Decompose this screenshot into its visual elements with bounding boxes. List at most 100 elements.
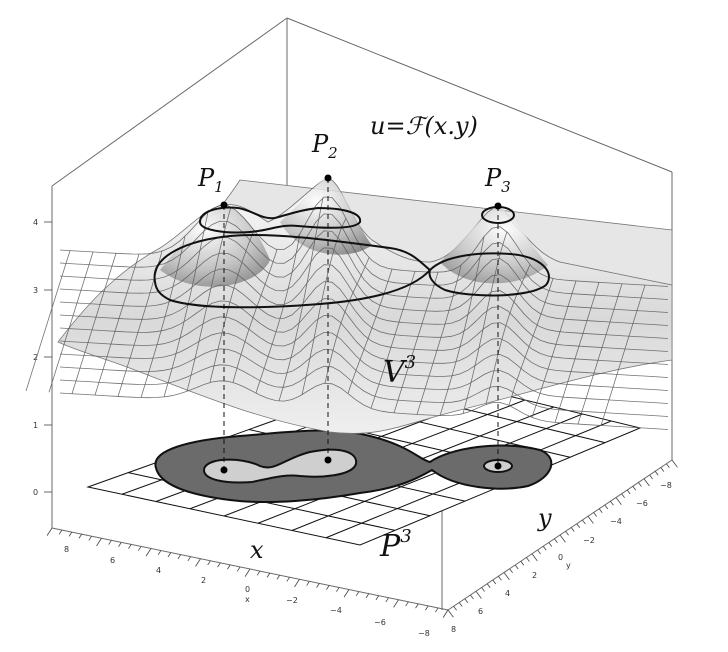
surface-mesh-line bbox=[485, 264, 531, 405]
y-tick-mark bbox=[520, 561, 525, 566]
z-tick-label: 1 bbox=[33, 421, 38, 430]
x-tick-mark bbox=[46, 527, 53, 536]
x-tick-mark bbox=[108, 540, 112, 545]
x-tick-mark bbox=[237, 566, 241, 572]
label-plane: P3 bbox=[379, 526, 412, 564]
y-tick-mark bbox=[537, 549, 541, 555]
y-tick-mark bbox=[643, 478, 650, 487]
surface-mesh-line bbox=[140, 236, 186, 398]
surface-mesh-line bbox=[59, 264, 669, 339]
surface-mesh-line bbox=[554, 282, 600, 423]
x-tick-mark bbox=[316, 583, 320, 588]
z-tick-label: 0 bbox=[33, 488, 38, 497]
surface-mesh-line bbox=[370, 271, 416, 409]
x-tick-label: 8 bbox=[64, 545, 69, 554]
y-tick-mark bbox=[565, 531, 569, 536]
x-tick-label: 2 bbox=[201, 576, 206, 585]
surface-mesh-line bbox=[232, 249, 278, 383]
x-tick-mark bbox=[375, 595, 380, 601]
y-tick-label: 6 bbox=[478, 607, 483, 616]
x-tick-mark bbox=[78, 533, 83, 539]
point-p2-base bbox=[324, 456, 332, 464]
y-tick-mark bbox=[447, 609, 454, 618]
x-tick-mark bbox=[128, 544, 132, 549]
peak-p1 bbox=[160, 205, 270, 287]
y-tick-mark bbox=[498, 576, 502, 581]
x-tick-mark bbox=[138, 546, 142, 551]
y-tick-mark bbox=[582, 519, 586, 525]
surface-mesh-line bbox=[439, 236, 485, 416]
y-axis-small-label: y bbox=[566, 561, 571, 570]
y-tick-mark bbox=[621, 493, 625, 498]
surface-mesh-line bbox=[600, 284, 646, 426]
surface-mesh-line bbox=[94, 253, 140, 396]
y-tick-mark bbox=[660, 467, 665, 472]
y-tick-mark bbox=[481, 587, 485, 592]
projected-region bbox=[154, 429, 553, 503]
label-surface: V3 bbox=[383, 352, 416, 390]
y-tick-mark bbox=[514, 564, 519, 570]
x-tick-mark bbox=[343, 589, 350, 598]
z-axis: 4 3 2 1 0 bbox=[33, 218, 52, 497]
x-tick-mark bbox=[96, 538, 102, 547]
x-tick-label: 0 bbox=[245, 585, 250, 594]
surface-mesh-line bbox=[25, 250, 71, 392]
surface-contours bbox=[153, 206, 550, 309]
x-tick-label: 4 bbox=[156, 566, 161, 575]
y-tick-mark bbox=[654, 471, 659, 476]
surface-mesh-line bbox=[462, 231, 508, 414]
label-p2: P2 bbox=[311, 130, 338, 162]
surface-mesh-line bbox=[48, 251, 94, 393]
y-tick-mark bbox=[604, 504, 609, 510]
surface-mesh-line bbox=[324, 257, 370, 384]
x-tick-mark bbox=[217, 562, 221, 568]
y-tick-mark bbox=[548, 542, 553, 547]
x-tick-mark bbox=[405, 601, 409, 607]
point-p1-top bbox=[220, 201, 228, 209]
surface-mesh-line bbox=[163, 211, 209, 398]
surface-mesh-line bbox=[255, 233, 301, 394]
point-p2-top bbox=[324, 174, 332, 182]
x-tick-label: −2 bbox=[286, 596, 298, 605]
y-tick-mark bbox=[554, 538, 558, 543]
x-tick-mark bbox=[385, 597, 389, 603]
y-tick-mark bbox=[666, 463, 670, 468]
x-tick-mark bbox=[276, 574, 281, 580]
contour-p3-outer bbox=[428, 252, 550, 297]
y-tick-mark bbox=[598, 508, 603, 513]
x-tick-mark bbox=[227, 564, 231, 570]
x-tick-mark bbox=[336, 587, 340, 592]
point-p3-base bbox=[494, 462, 502, 470]
function-label: u=ℱ(x.y) bbox=[370, 112, 478, 140]
surface-mesh-line bbox=[59, 196, 669, 287]
x-tick-mark bbox=[88, 535, 92, 541]
y-axis: 8 6 4 2 0 y −2 −4 −6 −8 bbox=[447, 459, 678, 634]
x-tick-label: −8 bbox=[418, 629, 430, 638]
y-tick-label: −4 bbox=[610, 517, 622, 526]
x-tick-mark bbox=[306, 581, 310, 586]
y-tick-label: −6 bbox=[636, 499, 648, 508]
surface-mesh-line bbox=[59, 213, 669, 300]
peak-p3 bbox=[440, 206, 548, 284]
y-tick-mark bbox=[632, 486, 637, 491]
label-p1: P1 bbox=[197, 164, 224, 196]
y-tick-mark bbox=[531, 553, 538, 562]
contour-p1-p2 bbox=[198, 206, 362, 234]
y-tick-label: 8 bbox=[451, 625, 456, 634]
region-inner-left bbox=[202, 448, 358, 484]
y-tick-mark bbox=[587, 516, 594, 524]
y-tick-mark bbox=[542, 546, 547, 551]
y-tick-mark bbox=[671, 459, 678, 468]
x-tick-mark bbox=[187, 556, 191, 562]
label-x-axis: x bbox=[250, 536, 264, 564]
surface-mesh-line bbox=[59, 230, 669, 313]
y-tick-mark bbox=[503, 572, 510, 580]
point-p1-base bbox=[220, 466, 228, 474]
z-tick-label: 3 bbox=[33, 286, 38, 295]
y-tick-mark bbox=[593, 512, 597, 517]
x-tick-mark bbox=[415, 603, 419, 609]
surface bbox=[25, 177, 673, 434]
y-tick-mark bbox=[470, 594, 474, 600]
x-tick-label: 6 bbox=[110, 556, 115, 565]
